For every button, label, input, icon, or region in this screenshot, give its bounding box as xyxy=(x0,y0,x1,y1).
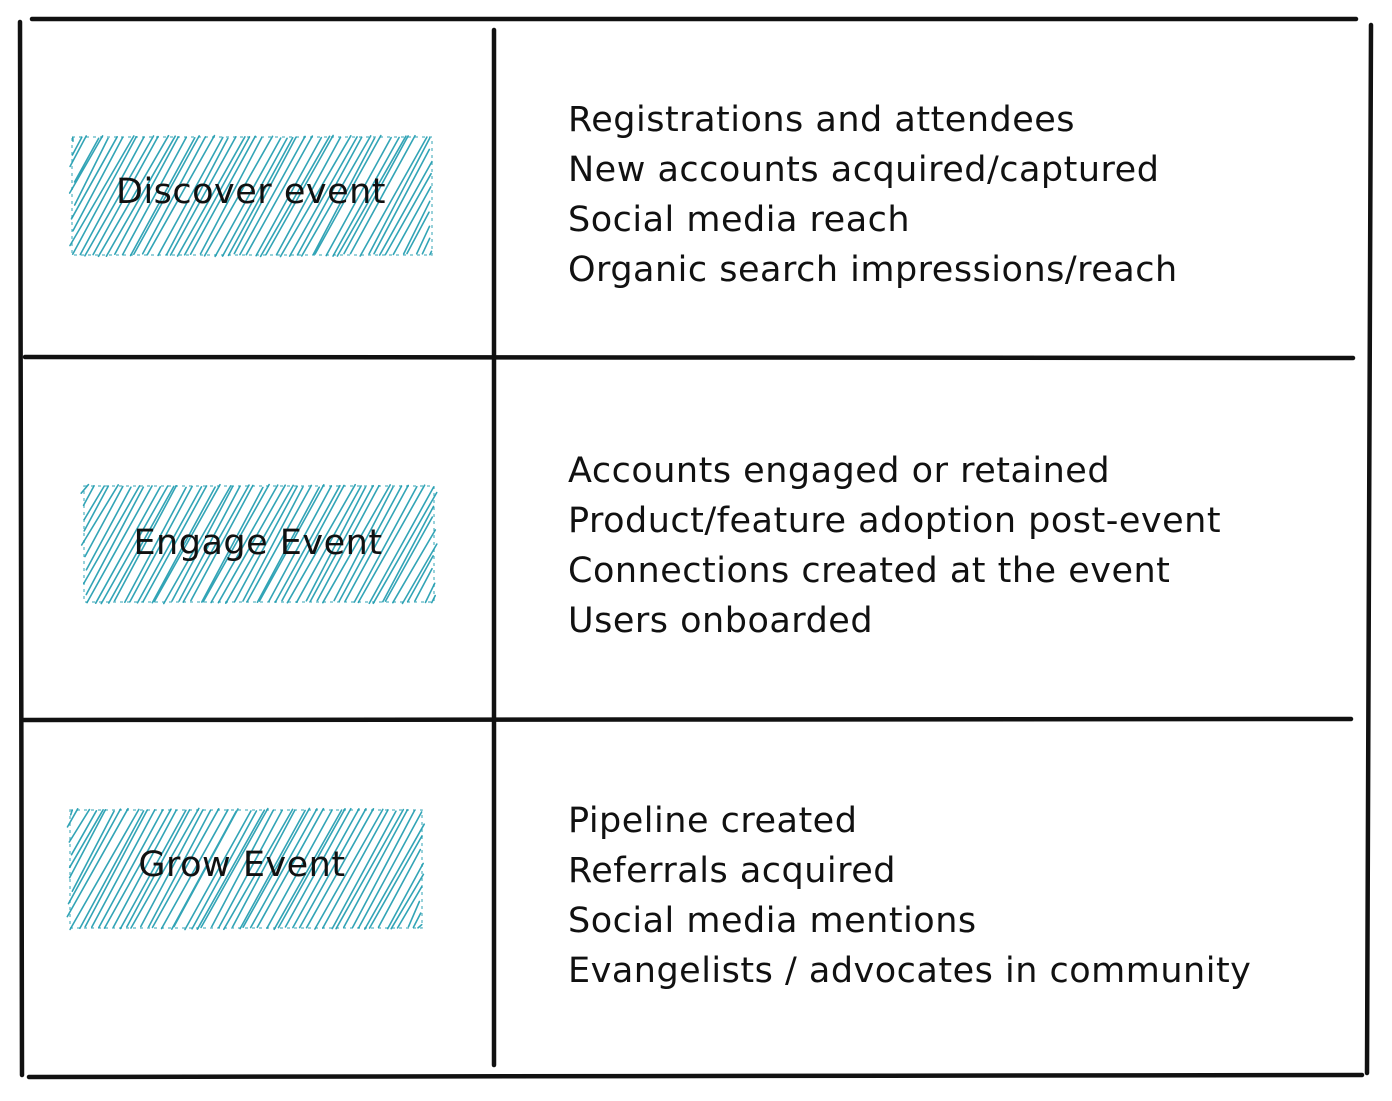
left-border xyxy=(17,19,25,1078)
metric-item: Connections created at the event xyxy=(568,551,1171,591)
discover-hatch-box xyxy=(68,134,433,258)
row-divider-1 xyxy=(22,354,1356,361)
metric-item: Accounts engaged or retained xyxy=(568,451,1111,491)
grow-metrics-list: Pipeline created Referrals acquired Soci… xyxy=(568,796,1251,996)
metric-item: Evangelists / advocates in community xyxy=(568,951,1252,991)
metric-item: Social media reach xyxy=(568,200,911,240)
engage-metrics-list: Accounts engaged or retained Product/fea… xyxy=(568,446,1221,646)
metric-item: Referrals acquired xyxy=(568,851,897,891)
engage-event-label: Engage Event xyxy=(133,523,383,563)
grid-lines xyxy=(17,16,1374,1080)
engage-hatch-box xyxy=(80,483,438,605)
row-divider-2 xyxy=(21,716,1354,723)
metric-item: Users onboarded xyxy=(568,601,874,641)
discover-event-label: Discover event xyxy=(115,172,387,212)
metric-item: Registrations and attendees xyxy=(568,100,1076,140)
metric-item: Social media mentions xyxy=(568,901,977,941)
bottom-border xyxy=(26,1072,1365,1080)
grow-hatch-box xyxy=(66,807,425,931)
grow-event-label: Grow Event xyxy=(138,845,346,885)
metric-item: Organic search impressions/reach xyxy=(568,250,1178,290)
metric-item: Product/feature adoption post-event xyxy=(568,501,1222,541)
metric-item: Pipeline created xyxy=(568,801,858,841)
right-border xyxy=(1364,22,1374,1076)
metric-item: New accounts acquired/captured xyxy=(568,150,1160,190)
discover-metrics-list: Registrations and attendees New accounts… xyxy=(568,95,1178,295)
